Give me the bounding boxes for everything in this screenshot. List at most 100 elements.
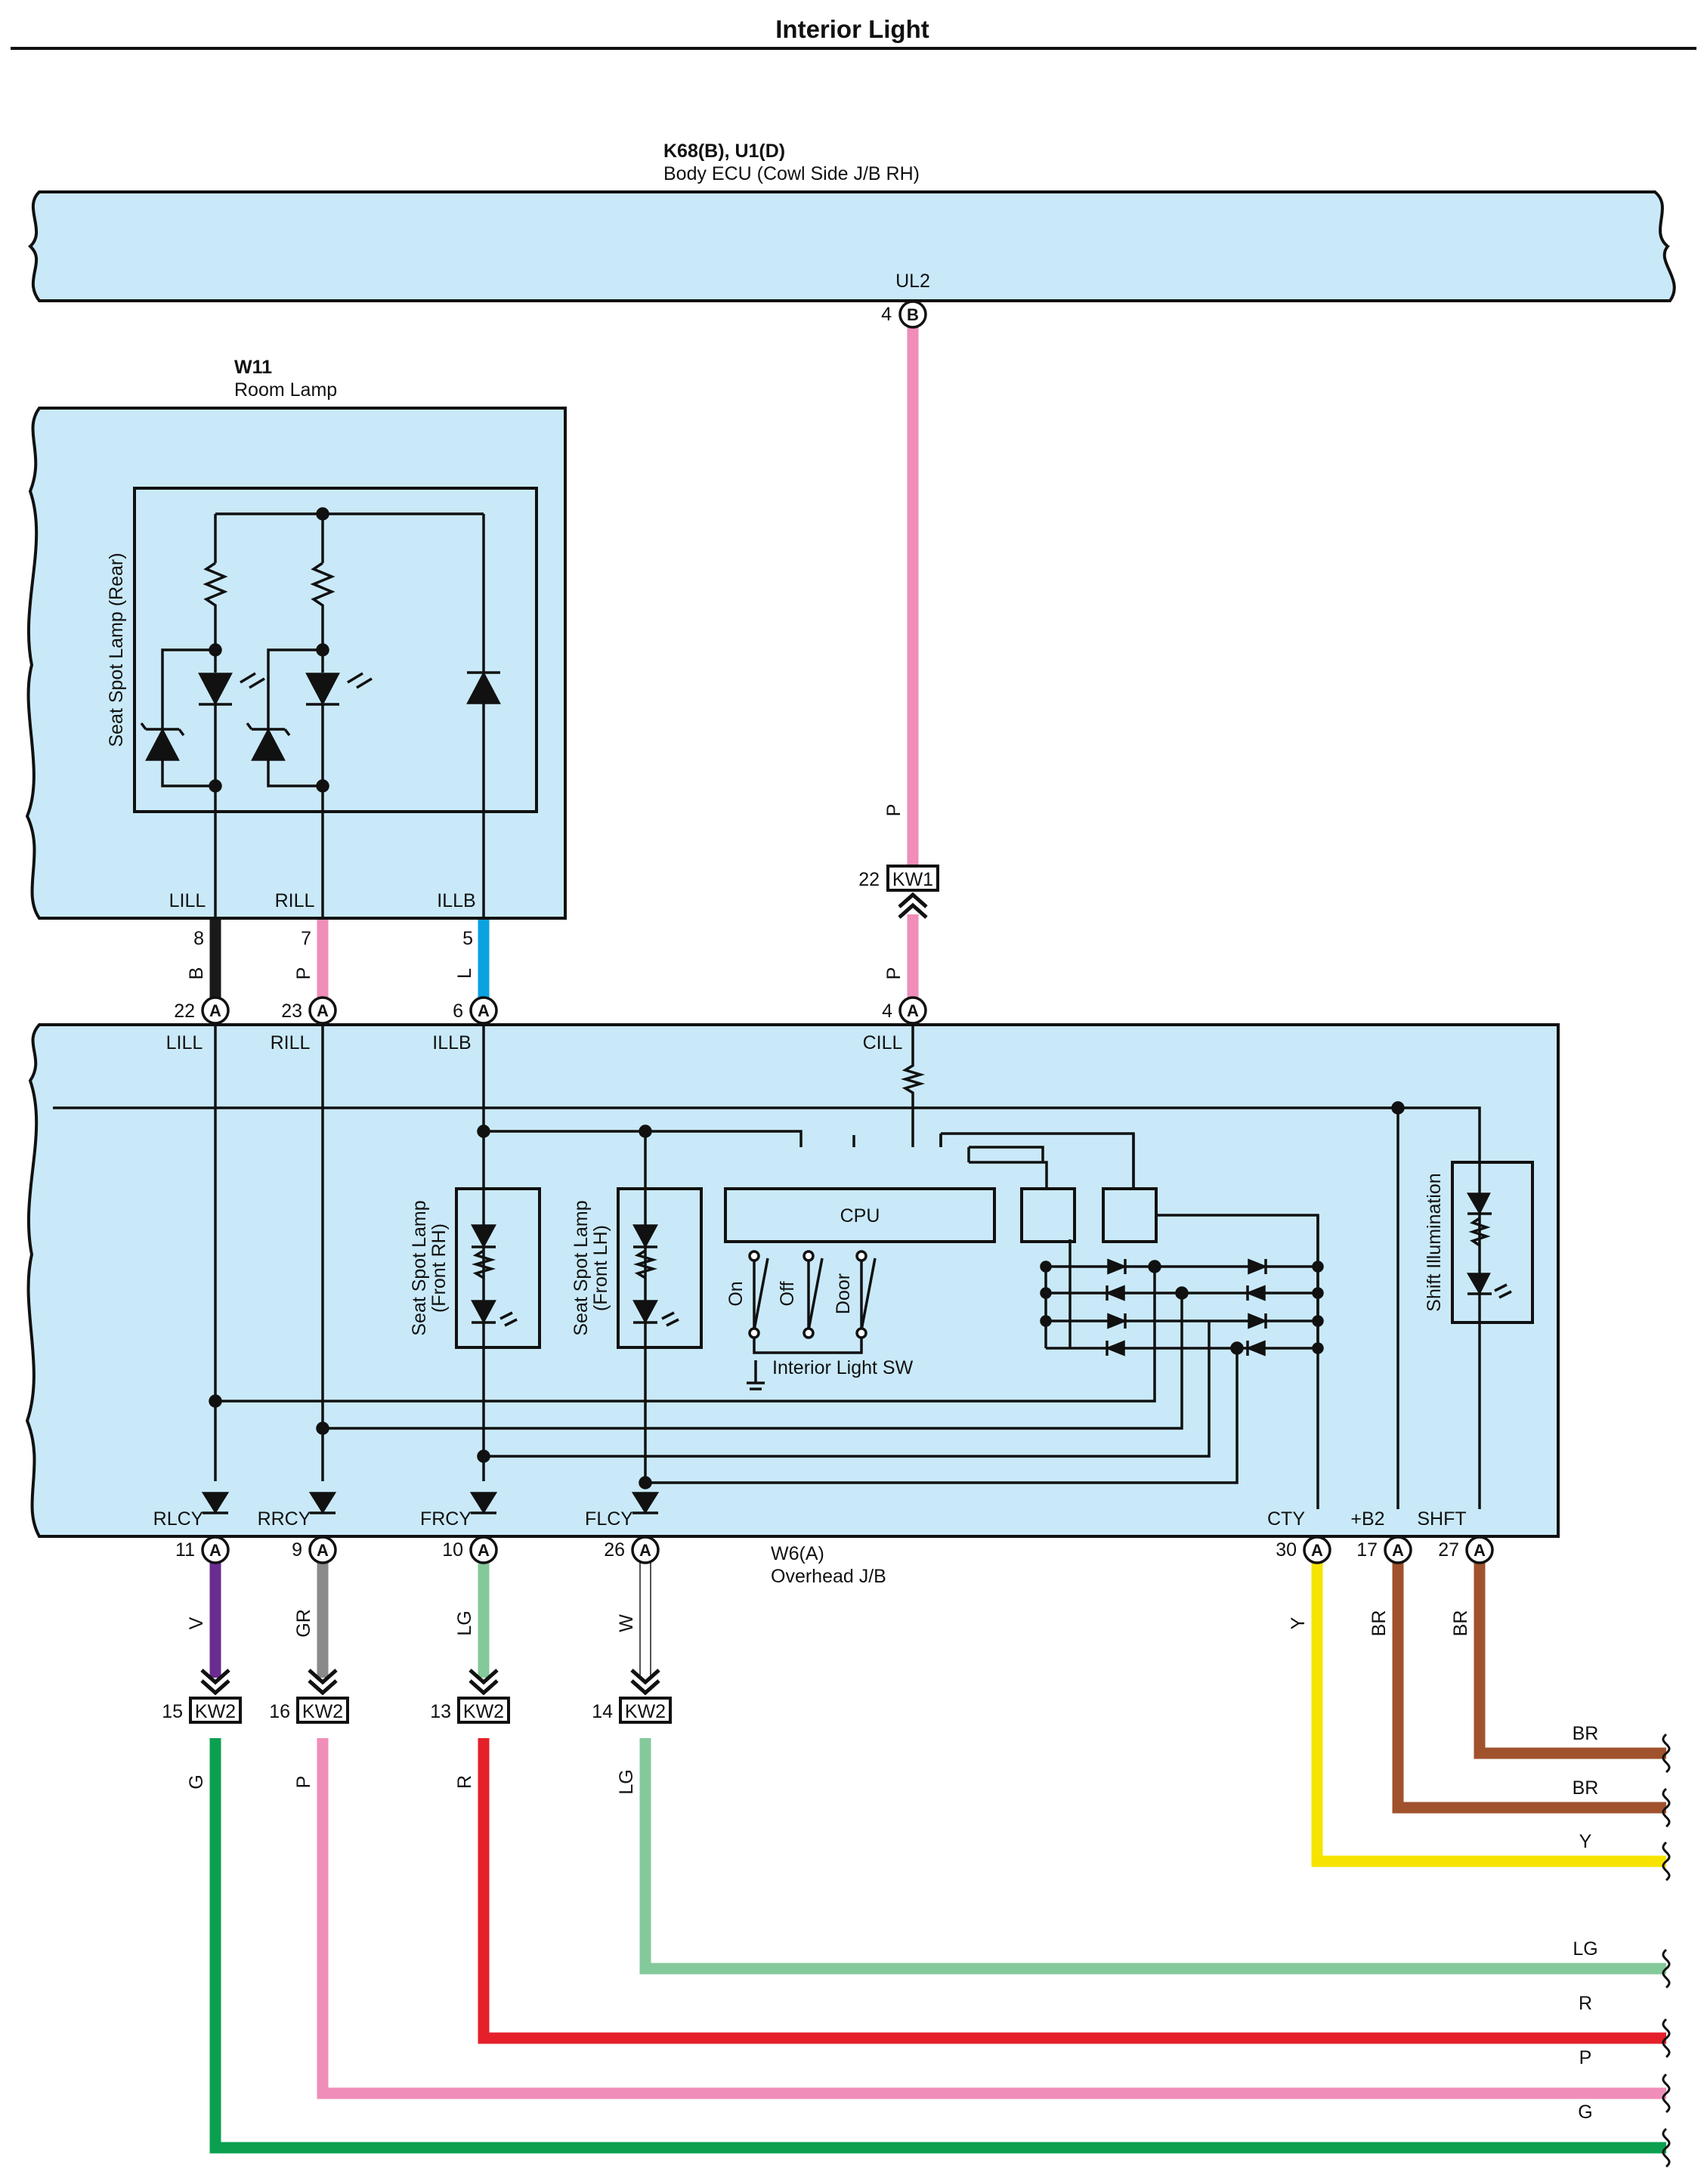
- ecu-terminal-ul2: UL2: [895, 271, 930, 292]
- connector-circle: A 27: [1438, 1536, 1494, 1564]
- pin-number: 10: [442, 1539, 463, 1561]
- interior-light-sw-label: Interior Light SW: [772, 1357, 914, 1378]
- room-lamp-circuit: [161, 512, 485, 918]
- terminal-illb: ILLB: [432, 1032, 471, 1053]
- jb-top-connectors: A A A A: [201, 996, 927, 1025]
- connector-circle: A 10: [442, 1536, 498, 1564]
- pin-number: 23: [281, 1001, 302, 1022]
- page-title: Interior Light: [775, 15, 929, 43]
- connector-circle: A 11: [175, 1536, 230, 1564]
- connector-circle: A: [469, 996, 498, 1025]
- terminal-rlcy: RLCY: [153, 1508, 204, 1530]
- connector-letter: A: [639, 1541, 651, 1560]
- kw2-label: KW2: [463, 1701, 504, 1722]
- ecu-code: K68(B), U1(D): [663, 141, 785, 162]
- cpu-label: CPU: [840, 1205, 880, 1227]
- pin-number: 27: [1438, 1539, 1459, 1561]
- connector-letter: A: [907, 1001, 919, 1020]
- connector-letter: A: [478, 1541, 490, 1560]
- connector-letter: A: [1474, 1541, 1486, 1560]
- terminal-shft: SHFT: [1417, 1508, 1466, 1530]
- pin-number: 22: [174, 1001, 195, 1022]
- wire-code: P: [883, 967, 905, 980]
- jb-components: [201, 1101, 1512, 1514]
- wire-code: LG: [1573, 1938, 1597, 1960]
- terminal-cill: CILL: [863, 1032, 903, 1053]
- switch-on-label: On: [725, 1281, 747, 1306]
- jb-circuit: [53, 1010, 1481, 1509]
- terminal-lill: LILL: [169, 890, 206, 911]
- pin-number: 17: [1356, 1539, 1378, 1561]
- wire-code: G: [1578, 2102, 1592, 2123]
- pin-number: 26: [604, 1539, 625, 1561]
- room-lamp-terminals: LILL RILL ILLB 8 7 5: [169, 890, 476, 949]
- pin-number: 7: [301, 928, 311, 949]
- pin-number: 9: [292, 1539, 302, 1561]
- wire-code: LG: [616, 1769, 637, 1794]
- connector-letter: A: [317, 1001, 329, 1020]
- terminal-illb: ILLB: [437, 890, 475, 911]
- jb-bottom-connectors: A 11 A9 A 10 A 26 A30 A 17 A 27: [175, 1536, 1494, 1564]
- terminal-rill: RILL: [271, 1032, 311, 1053]
- pin-number: 4: [881, 304, 892, 325]
- jb-top-terminals: LILL RILL ILLB CILL 22 23 6 4: [166, 1001, 903, 1053]
- connector-circle: A 26: [604, 1536, 660, 1564]
- kw1-connector: KW1 22: [858, 865, 939, 919]
- pin-number: 4: [882, 1001, 892, 1022]
- wire-code: GR: [293, 1609, 314, 1638]
- connector-circle: A 17: [1356, 1536, 1412, 1564]
- wire-code: P: [883, 804, 905, 817]
- body-ecu: K68(B), U1(D) Body ECU (Cowl Side J/B RH…: [28, 141, 1676, 302]
- wire-code: BR: [1573, 1723, 1599, 1744]
- connector-circle: A30: [1276, 1536, 1331, 1564]
- pin-number: 15: [162, 1701, 183, 1722]
- pin-number: 6: [453, 1001, 463, 1022]
- connector-circle: A: [201, 996, 230, 1025]
- pin-number: 14: [592, 1701, 613, 1722]
- overhead-jb-name: Overhead J/B: [771, 1566, 886, 1587]
- kw2-connectors: KW2 KW2 KW2 KW2 15 16 13 14: [162, 1669, 672, 1724]
- lower-wires: [209, 1563, 1666, 2154]
- wire-code: V: [186, 1616, 207, 1629]
- pin-number: 8: [193, 928, 204, 949]
- connector-letter: B: [907, 305, 919, 324]
- switch-door-label: Door: [833, 1273, 854, 1314]
- terminal-lill: LILL: [166, 1032, 203, 1053]
- front-lh-label: Seat Spot Lamp: [571, 1200, 592, 1335]
- wire-code: G: [186, 1774, 207, 1789]
- connector-letter: A: [1392, 1541, 1404, 1560]
- overhead-jb: W6(A) Overhead J/B: [25, 1023, 1560, 1587]
- ecu-connector: B 4: [881, 300, 927, 329]
- terminal-rrcy: RRCY: [258, 1508, 311, 1530]
- terminal-flcy: FLCY: [585, 1508, 633, 1530]
- jb-lamp-blocks: CPU: [455, 1161, 1534, 1349]
- connector-circle: A: [898, 996, 927, 1025]
- front-lh-label: (Front LH): [590, 1225, 611, 1311]
- jb-bottom-terminals: RLCY RRCY FRCY FLCY CTY +B2 SHFT: [153, 1508, 1467, 1530]
- connector-letter: A: [209, 1541, 221, 1560]
- connector-letter: A: [209, 1001, 221, 1020]
- wire-code: P: [293, 1776, 314, 1789]
- kw1-label: KW1: [892, 869, 933, 890]
- upper-wire-codes: B P L P P: [186, 804, 905, 980]
- room-lamp-code: W11: [234, 357, 272, 378]
- pin-number: 11: [175, 1539, 195, 1561]
- wire-code: L: [454, 968, 475, 979]
- terminal-rill: RILL: [275, 890, 315, 911]
- terminal-b2: +B2: [1350, 1508, 1384, 1530]
- connector-circle: A9: [292, 1536, 337, 1564]
- kw2-label: KW2: [625, 1701, 666, 1722]
- wire-code: R: [454, 1775, 475, 1789]
- wire-code: B: [186, 967, 207, 980]
- room-lamp: W11 Room Lamp Seat Spot Lamp (Rear): [25, 357, 567, 920]
- kw2-label: KW2: [195, 1701, 236, 1722]
- wire-code: W: [616, 1614, 637, 1632]
- connector-letter: A: [478, 1001, 490, 1020]
- front-rh-label: (Front RH): [428, 1223, 450, 1313]
- pin-number: 16: [269, 1701, 290, 1722]
- wire-code: BR: [1573, 1777, 1599, 1799]
- pin-number: 22: [858, 869, 880, 890]
- connector-circle: A: [308, 996, 337, 1025]
- pin-number: 5: [462, 928, 473, 949]
